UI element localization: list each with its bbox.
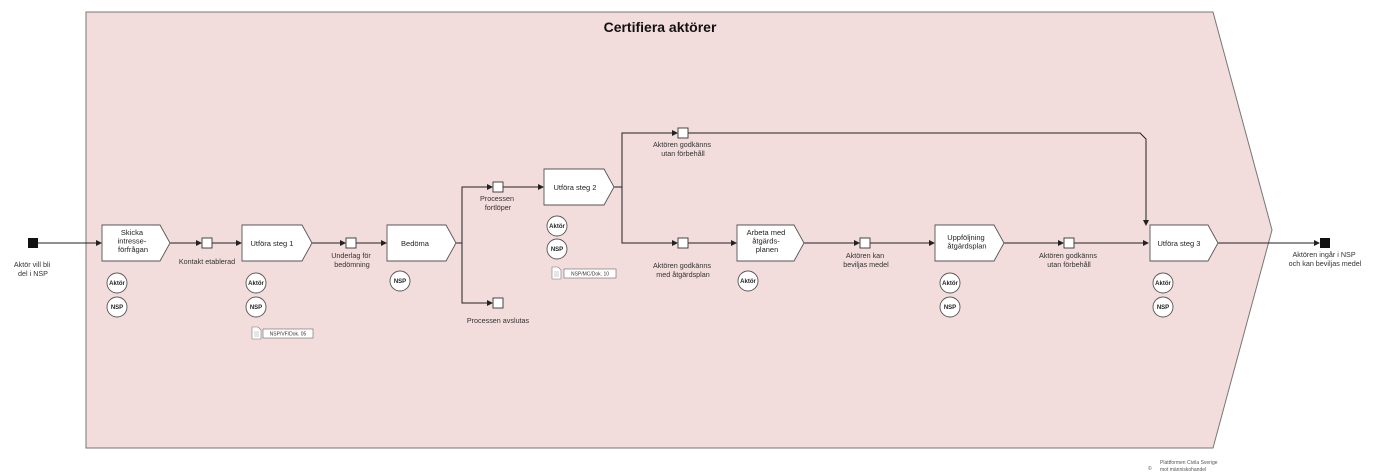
activity-uppfoljning: Uppföljning åtgärdsplan	[934, 224, 1005, 262]
footer-logo: © Plattformen Civila Sverige mot människ…	[1148, 460, 1218, 473]
role-nsp-steg2: NSP	[546, 238, 568, 260]
event-fortloper	[492, 181, 504, 193]
role-aktor-arbeta: Aktör	[737, 270, 759, 292]
event-underlag-label: Underlag för bedömning	[331, 251, 373, 269]
event-utan-right	[1063, 237, 1075, 249]
event-med-plan-label: Aktören godkänns med åtgärdsplan	[653, 261, 713, 279]
svg-text:Utföra steg 2: Utföra steg 2	[554, 183, 597, 192]
role-nsp-steg3: NSP	[1152, 296, 1174, 318]
copyright-icon: ©	[1148, 465, 1152, 472]
role-aktor-skicka: Aktör	[106, 272, 128, 294]
diagram-title: Certifiera aktörer	[604, 19, 717, 35]
event-kontakt	[201, 237, 213, 249]
svg-text:Aktör: Aktör	[549, 224, 565, 230]
svg-text:NSP: NSP	[111, 305, 123, 311]
svg-text:Aktör: Aktör	[248, 281, 264, 287]
svg-text:Skicka intresse- f: Skicka intresse- förfrågan	[118, 228, 149, 254]
svg-text:Aktör: Aktör	[942, 281, 958, 287]
svg-text:Aktör: Aktör	[1155, 281, 1171, 287]
svg-text:Aktör: Aktör	[740, 279, 756, 285]
role-aktor-steg2: Aktör	[546, 215, 568, 237]
role-nsp-uppfoljning: NSP	[939, 296, 961, 318]
svg-text:NSP: NSP	[250, 305, 262, 311]
svg-text:Utföra steg 3: Utföra steg 3	[1158, 239, 1201, 248]
activity-bedoma: Bedöma	[386, 224, 457, 262]
role-nsp-bedoma: NSP	[389, 270, 411, 292]
svg-text:Utföra steg 1: Utföra steg 1	[251, 239, 294, 248]
event-underlag	[345, 237, 357, 249]
role-nsp-steg1: NSP	[245, 296, 267, 318]
process-area	[85, 11, 1273, 449]
activity-steg3: Utföra steg 3	[1149, 224, 1219, 262]
start-label: Aktör vill bli del i NSP	[14, 260, 52, 278]
svg-text:NSP: NSP	[944, 305, 956, 311]
svg-text:NSP/VF/Dok. 05: NSP/VF/Dok. 05	[270, 332, 307, 338]
svg-text:NSP/MC/Dok. 10: NSP/MC/Dok. 10	[571, 272, 609, 278]
document-icon	[551, 266, 562, 280]
svg-text:Plattformen Civila Sverige: Plattformen Civila Sverige	[1160, 460, 1218, 466]
event-avslutas	[492, 297, 504, 309]
activity-steg2: Utföra steg 2	[543, 168, 615, 206]
svg-text:NSP: NSP	[394, 279, 406, 285]
svg-text:NSP: NSP	[1157, 305, 1169, 311]
role-nsp-skicka: NSP	[106, 296, 128, 318]
event-utan-top-label: Aktören godkänns utan förbehåll	[653, 140, 713, 158]
svg-text:NSP: NSP	[551, 247, 563, 253]
event-fortloper-label: Processen fortlöper	[480, 194, 516, 212]
event-med-plan	[677, 237, 689, 249]
event-kan-beviljas-label: Aktören kan beviljas medel	[843, 251, 889, 269]
svg-text:Aktör: Aktör	[109, 281, 125, 287]
svg-text:Bedöma: Bedöma	[401, 239, 430, 248]
event-utan-right-label: Aktören godkänns utan förbehåll	[1039, 251, 1099, 269]
svg-text:Uppföljning åtgärdsplan: Uppföljning åtgärdsplan	[947, 233, 987, 251]
role-aktor-uppfoljning: Aktör	[939, 272, 961, 294]
activity-skicka: Skicka intresse- förfrågan	[101, 224, 171, 262]
event-utan-top	[677, 127, 689, 139]
document-icon	[251, 326, 262, 340]
role-aktor-steg1: Aktör	[245, 272, 267, 294]
end-terminal	[1320, 238, 1330, 248]
end-label: Aktören ingår i NSP och kan beviljas med…	[1289, 250, 1362, 268]
document-ref-steg1[interactable]: NSP/VF/Dok. 05	[251, 326, 314, 340]
svg-text:Arbeta med åtgärds-: Arbeta med åtgärds- planen	[747, 228, 788, 254]
event-kontakt-label: Kontakt etablerad	[179, 257, 235, 266]
event-kan-beviljas	[859, 237, 871, 249]
start-terminal	[28, 238, 38, 248]
event-avslutas-label: Processen avslutas	[467, 316, 530, 325]
activity-arbeta: Arbeta med åtgärds- planen	[736, 224, 805, 262]
document-ref-steg2[interactable]: NSP/MC/Dok. 10	[551, 266, 617, 280]
activity-steg1: Utföra steg 1	[241, 224, 313, 262]
svg-text:mot människohandel: mot människohandel	[1160, 467, 1206, 473]
role-aktor-steg3: Aktör	[1152, 272, 1174, 294]
